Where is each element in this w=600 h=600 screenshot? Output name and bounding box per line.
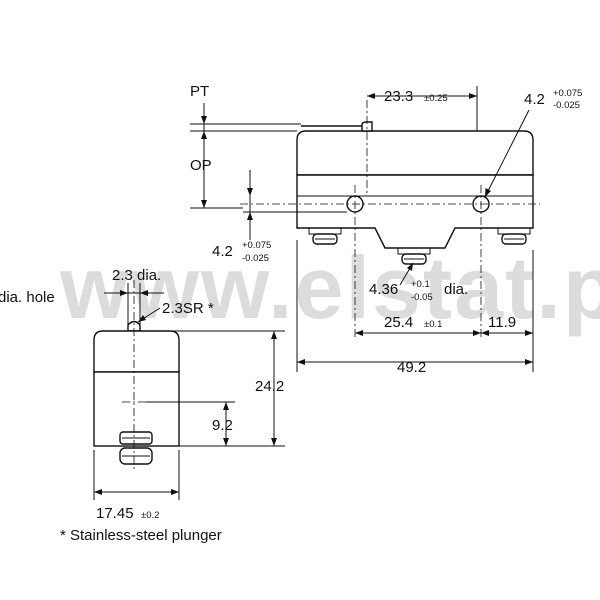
dim-2-3-sr: 2.3SR * [162, 300, 214, 317]
dim-4-2-top-tol-upper: +0.075 [553, 88, 582, 99]
pt-label: PT [190, 83, 209, 100]
dim-4-2-top-tol-lower: -0.025 [553, 100, 580, 111]
front-view-plunger [361, 121, 373, 132]
dim-4-2-left-tol-upper: +0.075 [242, 240, 271, 251]
dim-2-3-dia: 2.3 dia. [112, 267, 161, 284]
dim-23-3: 23.3 [384, 88, 413, 105]
op-label: OP [190, 157, 212, 174]
dim-23-3-tolerance: ±0.25 [424, 93, 448, 104]
dim-25-4-tolerance: ±0.1 [424, 319, 442, 330]
terminal-right [497, 227, 531, 245]
dim-4-2-left-tol-lower: -0.025 [242, 253, 269, 264]
dim-4-36-dia: dia. [444, 281, 468, 298]
dim-4-2-top: 4.2 [524, 91, 545, 108]
dim-11-9: 11.9 [488, 314, 516, 331]
labels: PT OP 23.3 ±0.25 4.2 +0.075 -0.025 4.2 +… [0, 83, 582, 544]
dim-4-2-left: 4.2 [212, 243, 233, 260]
dim-49-2: 49.2 [397, 359, 426, 376]
front-view [190, 100, 540, 338]
dim-24-2: 24.2 [255, 378, 284, 395]
dim-4-36: 4.36 [369, 281, 398, 298]
dia-hole-label: dia. hole [0, 289, 55, 306]
dim-4-36-tol-lower: -0.05 [411, 292, 433, 303]
footnote: * Stainless-steel plunger [60, 527, 222, 544]
watermark: www.elstat.pl [59, 238, 600, 337]
side-view-upper-body [93, 330, 180, 373]
side-view [93, 280, 180, 470]
dim-9-2: 9.2 [212, 417, 233, 434]
dim-4-36-tol-upper: +0.1 [411, 279, 430, 290]
side-view-lower-body [93, 371, 180, 447]
side-view-dimensions [93, 283, 285, 500]
front-view-top-body [296, 130, 534, 176]
front-view-dimensions [190, 86, 534, 372]
dim-25-4: 25.4 [384, 314, 413, 331]
terminal-left [308, 227, 342, 245]
terminal-center [397, 247, 431, 265]
side-view-terminal [119, 431, 153, 465]
dim-17-45-tolerance: ±0.2 [141, 510, 159, 521]
dim-17-45: 17.45 [96, 505, 134, 522]
